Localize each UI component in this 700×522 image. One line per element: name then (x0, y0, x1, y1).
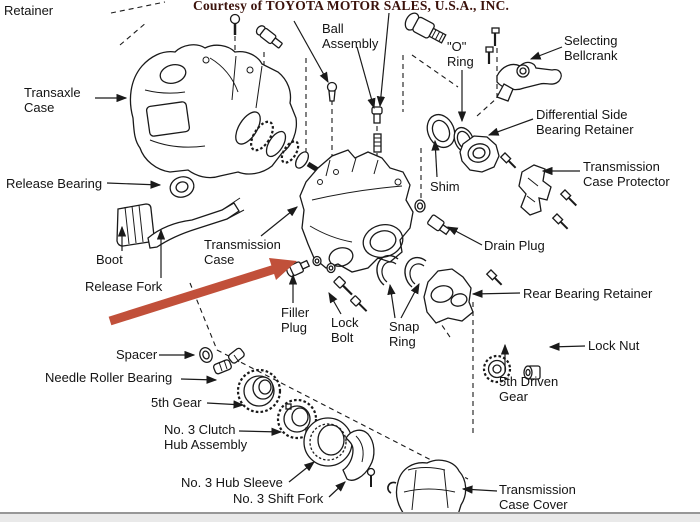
ball-assembly-part-drawing (326, 81, 338, 102)
transmission-case-protector-drawing (518, 164, 578, 230)
release-bearing-drawing (169, 176, 195, 198)
label-no3-shift-fork: No. 3 Shift Fork (233, 491, 324, 506)
label-5th-gear: 5th Gear (151, 395, 202, 410)
filler-plug-drawing (286, 255, 336, 278)
label-drain-plug: Drain Plug (484, 238, 545, 253)
no3-clutch-hub-drawing (276, 398, 318, 440)
transmission-case-drawing (299, 149, 414, 273)
transaxle-case-drawing (129, 44, 298, 179)
snap-ring-drawing (376, 254, 427, 288)
boot-drawing (116, 203, 155, 247)
label-rear-bearing-retainer: Rear Bearing Retainer (523, 286, 653, 301)
assembly-dashed-lines (110, 1, 498, 480)
label-release-fork: Release Fork (85, 279, 163, 294)
label-5th-driven-gear: 5th Driven Gear (499, 374, 559, 404)
differential-side-bearing-retainer-drawing (459, 135, 517, 173)
gear-shaft-assembly-drawing (235, 111, 346, 191)
shim-drawing (426, 113, 456, 149)
label-no3-clutch-hub-assembly: No. 3 Clutch Hub Assembly (164, 422, 248, 452)
label-lock-bolt: Lock Bolt (331, 315, 359, 345)
needle-roller-bearing-drawing (212, 347, 245, 375)
courtesy-title: Courtesy of TOYOTA MOTOR SALES, U.S.A., … (193, 0, 510, 13)
selecting-bellcrank-drawing (485, 27, 562, 102)
rear-bearing-retainer-drawing (423, 268, 503, 324)
sensor-plug-drawing (404, 12, 447, 44)
plug-icon (255, 25, 283, 49)
label-o-ring: "O" Ring (447, 39, 474, 69)
lock-bolt-drawing (333, 275, 368, 312)
label-retainer: Retainer (4, 3, 54, 18)
label-needle-roller-bearing: Needle Roller Bearing (45, 370, 173, 385)
label-no3-hub-sleeve: No. 3 Hub Sleeve (181, 475, 283, 490)
label-transmission-case-cover: Transmission Case Cover (499, 482, 576, 512)
transmission-case-cover-drawing (395, 459, 467, 522)
spacer-drawing (199, 347, 213, 363)
label-shim: Shim (430, 179, 460, 194)
highlight-arrow (108, 258, 297, 326)
leader-lines (95, 12, 586, 498)
label-lock-nut: Lock Nut (588, 338, 640, 353)
no3-hub-sleeve-drawing (303, 417, 353, 467)
release-fork-drawing (147, 197, 245, 249)
fifth-gear-drawing (236, 368, 282, 414)
lock-nut-drawing (523, 365, 541, 380)
label-selecting-bellcrank: Selecting Bellcrank (564, 33, 618, 63)
drain-plug-drawing (414, 199, 451, 236)
label-snap-ring: Snap Ring (389, 319, 420, 349)
label-differential-side-bearing-retainer: Differential Side Bearing Retainer (536, 107, 634, 137)
label-transmission-case: Transmission Case (204, 237, 281, 267)
label-transmission-case-protector: Transmission Case Protector (583, 159, 670, 189)
no3-shift-fork-drawing (342, 429, 397, 494)
label-boot: Boot (96, 252, 123, 267)
label-release-bearing: Release Bearing (6, 176, 103, 191)
window-bottom-bar (0, 512, 700, 522)
label-spacer: Spacer (116, 347, 158, 362)
label-transaxle-case: Transaxle Case (24, 85, 81, 115)
label-filler-plug: Filler Plug (281, 305, 310, 335)
label-ball-assembly: Ball Assembly (322, 21, 379, 51)
fifth-driven-gear-drawing (482, 354, 512, 384)
bolt-icon (229, 13, 241, 35)
